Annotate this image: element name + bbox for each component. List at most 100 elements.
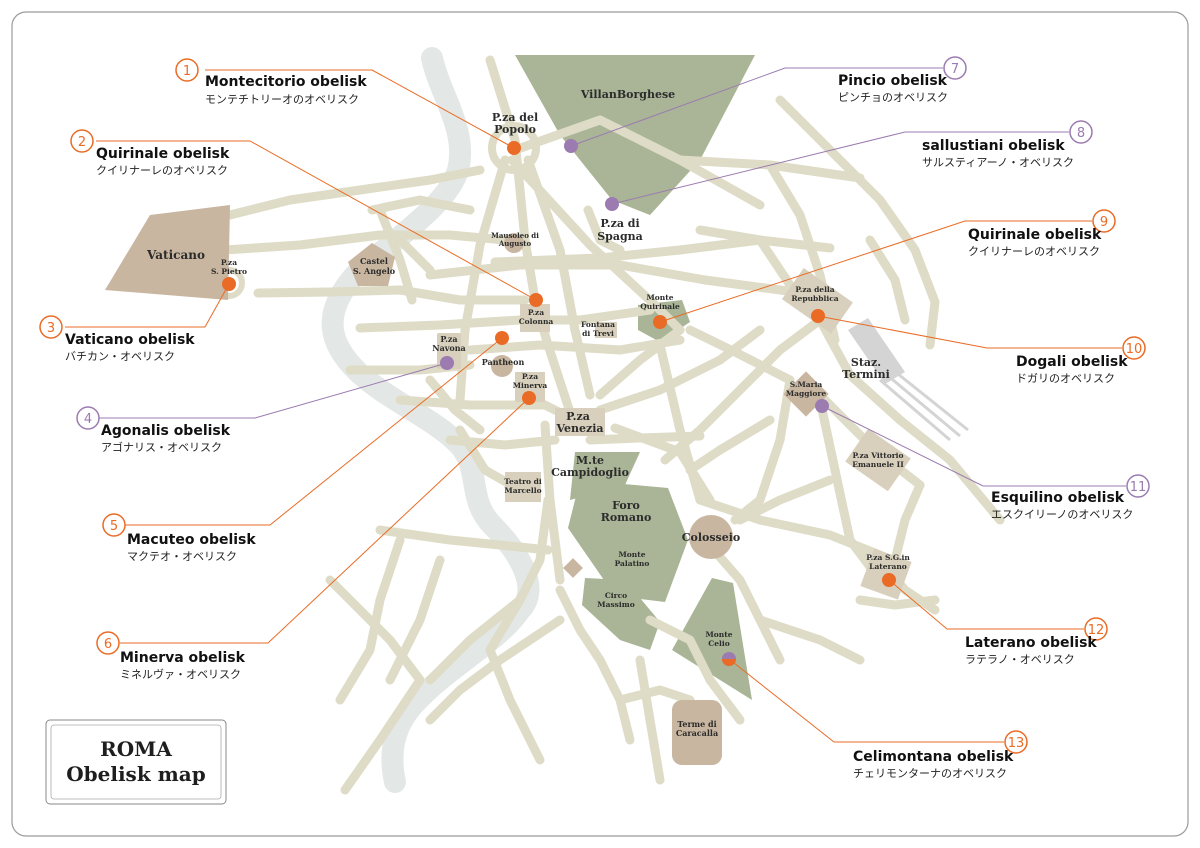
label-maggiore-1: S.Maria <box>790 380 823 389</box>
callout-8[interactable]: 8 sallustiani obelisk サルスティアーノ・オベリスク <box>922 120 1093 169</box>
label-vaticano: Vaticano <box>146 248 205 262</box>
callout-9[interactable]: 9 Quirinale obelisk クイリナーレのオベリスク <box>968 209 1116 258</box>
label-repubblica-1: P.za della <box>795 285 834 294</box>
label-circo-2: Massimo <box>597 600 634 609</box>
label-spagna-2: Spagna <box>597 230 643 243</box>
obelisk-2-ja: クイリナーレのオベリスク <box>96 164 228 177</box>
label-campidoglio-2: Campidoglio <box>551 466 629 479</box>
marker-4[interactable] <box>440 356 454 370</box>
label-mausoleo-1: Mausoleo di <box>491 231 539 240</box>
marker-1[interactable] <box>507 141 521 155</box>
obelisk-12-name: Laterano obelisk <box>965 635 1097 651</box>
badge-2 <box>70 129 94 153</box>
obelisk-4-ja: アゴナリス・オベリスク <box>101 440 222 454</box>
obelisk-markers <box>222 139 896 666</box>
badge-4 <box>76 406 100 430</box>
obelisk-6-name: Minerva obelisk <box>120 650 246 666</box>
popolo-ring <box>488 122 540 174</box>
callout-12[interactable]: 12 Laterano obelisk ラテラノ・オベリスク <box>965 617 1108 666</box>
obelisk-8-name: sallustiani obelisk <box>922 138 1065 154</box>
obelisk-3-name: Vaticano obelisk <box>65 332 195 348</box>
callout-2[interactable]: 2 Quirinale obelisk クイリナーレのオベリスク <box>70 129 230 177</box>
callout-13[interactable]: 13 Celimontana obelisk チェリモンターナのオベリスク <box>853 730 1028 780</box>
callout-3[interactable]: 3 Vaticano obelisk バチカン・オベリスク <box>39 315 195 363</box>
label-villa-borghese: VillanBorghese <box>580 88 675 101</box>
map-frame <box>11 11 1189 837</box>
vittorio-square <box>845 428 911 492</box>
badge-10-num: 10 <box>1126 342 1143 357</box>
label-castel-2: S. Angelo <box>353 266 396 276</box>
legend-title-1: ROMA <box>100 737 172 761</box>
label-castel-1: Castel <box>360 256 388 266</box>
callout-7[interactable]: 7 Pincio obelisk ピンチョのオベリスク <box>838 56 967 104</box>
callout-5[interactable]: 5 Macuteo obelisk マクテオ・オベリスク <box>102 513 256 563</box>
pantheon-building <box>491 355 513 377</box>
marker-8[interactable] <box>605 197 619 211</box>
callout-1[interactable]: 1 Montecitorio obelisk モンテチトリーオのオベリスク <box>175 58 367 106</box>
legend-outer <box>45 719 227 805</box>
badge-3 <box>39 315 63 339</box>
obelisk-10-ja: ドガリのオベリスク <box>1016 372 1115 385</box>
termini-tracks <box>879 368 969 442</box>
obelisk-4-name: Agonalis obelisk <box>101 423 231 439</box>
trevi-square <box>595 322 617 338</box>
label-popolo-1: P.za del <box>492 111 538 124</box>
label-termini-2: Termini <box>842 368 890 381</box>
label-quirinale-2: Quirinale <box>640 302 680 311</box>
label-foro-2: Romano <box>601 511 652 524</box>
badge-8-num: 8 <box>1077 126 1085 141</box>
obelisk-2-name: Quirinale obelisk <box>96 146 230 162</box>
mausoleo-building <box>504 233 524 253</box>
callout-6[interactable]: 6 Minerva obelisk ミネルヴァ・オベリスク <box>96 631 246 681</box>
label-vittorio-2: Emanuele II <box>852 460 904 469</box>
label-navona-2: Navona <box>432 343 465 353</box>
obelisk-9-ja: クイリナーレのオベリスク <box>968 245 1100 258</box>
caracalla-building <box>672 700 722 765</box>
marker-3[interactable] <box>222 277 236 291</box>
label-circo-1: Circo <box>605 591 627 600</box>
monte-celio-park <box>672 578 752 700</box>
label-laterano-1: P.za S.G.in <box>866 553 910 562</box>
badge-9-num: 9 <box>1100 215 1108 230</box>
legend-inner <box>50 724 222 800</box>
label-laterano-2: Laterano <box>869 562 907 571</box>
marker-7[interactable] <box>564 139 578 153</box>
obelisk-11-ja: エスクイリーノのオベリスク <box>991 508 1133 521</box>
label-caracalla-1: Terme di <box>677 719 716 729</box>
label-navona-1: P.za <box>440 334 457 344</box>
badge-3-num: 3 <box>47 321 55 336</box>
marker-10[interactable] <box>811 309 825 323</box>
label-minerva-1: P.za <box>522 372 538 381</box>
obelisk-13-name: Celimontana obelisk <box>853 749 1014 765</box>
obelisk-5-ja: マクテオ・オベリスク <box>127 550 237 563</box>
badge-4-num: 4 <box>84 412 92 427</box>
label-palatino-1: Monte <box>619 550 646 559</box>
label-vittorio-1: P.za Vittorio <box>852 451 903 460</box>
marker-6[interactable] <box>522 391 536 405</box>
marker-12[interactable] <box>882 573 896 587</box>
label-trevi-2: di Trevi <box>582 329 614 338</box>
callout-10[interactable]: 10 Dogali obelisk ドガリのオベリスク <box>1016 336 1146 385</box>
obelisk-1-ja: モンテチトリーオのオベリスク <box>205 93 359 106</box>
label-caracalla-2: Caracalla <box>676 728 718 738</box>
label-trevi-1: Fontana <box>581 320 615 329</box>
obelisk-7-ja: ピンチョのオベリスク <box>838 91 948 104</box>
badge-6 <box>96 631 120 655</box>
badge-10 <box>1122 336 1146 360</box>
label-colosseo: Colosseio <box>682 531 741 544</box>
venezia-square <box>555 408 605 436</box>
obelisk-9-name: Quirinale obelisk <box>968 227 1102 243</box>
badge-5-num: 5 <box>110 519 118 534</box>
callout-11[interactable]: 11 Esquilino obelisk エスクイリーノのオベリスク <box>991 474 1150 521</box>
repubblica-square <box>781 268 853 334</box>
obelisk-6-ja: ミネルヴァ・オベリスク <box>120 667 241 681</box>
marker-9[interactable] <box>653 315 667 329</box>
marker-2[interactable] <box>529 293 543 307</box>
circo-massimo-park <box>582 578 660 650</box>
marker-11[interactable] <box>815 399 829 413</box>
badge-9 <box>1092 209 1116 233</box>
obelisk-1-name: Montecitorio obelisk <box>205 74 367 90</box>
callout-4[interactable]: 4 Agonalis obelisk アゴナリス・オベリスク <box>76 406 231 454</box>
marker-5[interactable] <box>495 331 509 345</box>
